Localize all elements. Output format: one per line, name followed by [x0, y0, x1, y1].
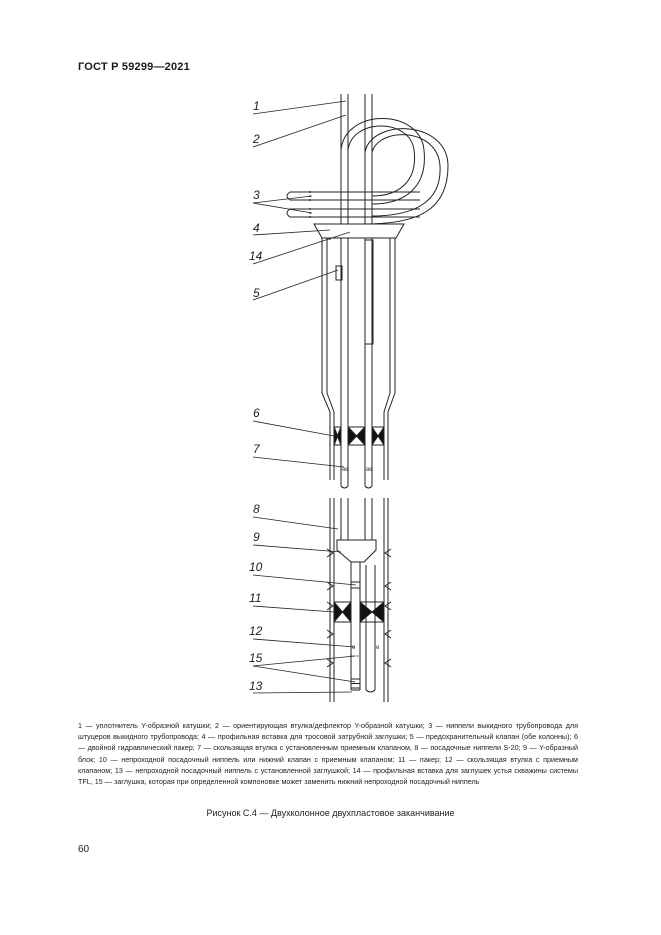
- inner-tubing: [340, 238, 373, 489]
- callout-15: 15: [249, 651, 263, 665]
- sliding-sleeves-upper: ɞɞ ɞɞ: [342, 467, 372, 473]
- y-block: [336, 539, 377, 563]
- svg-text:ɞɞ: ɞɞ: [342, 467, 348, 473]
- lower-single-tubing: [350, 562, 376, 693]
- callout-4: 4: [253, 221, 260, 235]
- figure-caption: Рисунок С.4 — Двухколонное двухпластовое…: [206, 808, 455, 818]
- right-tubing-string: [364, 94, 373, 224]
- callout-11: 11: [249, 591, 261, 605]
- y-spool-loops: [340, 118, 449, 225]
- completion-diagram: ɞɞ ɞɞ: [249, 94, 449, 702]
- callout-9: 9: [253, 530, 260, 544]
- callout-5: 5: [253, 286, 260, 300]
- svg-text:ɞ: ɞ: [352, 645, 355, 651]
- callout-10: 10: [249, 560, 263, 574]
- callout-14: 14: [249, 249, 263, 263]
- left-tubing-string: [340, 94, 349, 224]
- page-number: 60: [78, 844, 90, 855]
- callout-7: 7: [253, 442, 261, 456]
- lower-tubing: [340, 498, 373, 540]
- callout-3: 3: [253, 188, 260, 202]
- callout-13: 13: [249, 679, 263, 693]
- safety-valves: [335, 239, 374, 345]
- leader-lines: [252, 100, 357, 694]
- callout-6: 6: [253, 406, 260, 420]
- flowline-nipples: [286, 191, 420, 218]
- svg-text:ɞɞ: ɞɞ: [366, 467, 372, 473]
- dual-packer: [333, 425, 385, 447]
- callout-12: 12: [249, 624, 263, 638]
- figure-legend: 1 — уплотнитель Y-образной катушки; 2 — …: [78, 721, 578, 787]
- callout-1: 1: [253, 99, 260, 113]
- callout-8: 8: [253, 502, 260, 516]
- callout-2: 2: [252, 132, 260, 146]
- svg-text:ɞ: ɞ: [376, 645, 379, 651]
- document-header: ГОСТ Р 59299—2021: [78, 61, 190, 73]
- casing: [321, 238, 396, 480]
- lower-packer: [333, 600, 385, 624]
- lower-casing: [326, 498, 392, 702]
